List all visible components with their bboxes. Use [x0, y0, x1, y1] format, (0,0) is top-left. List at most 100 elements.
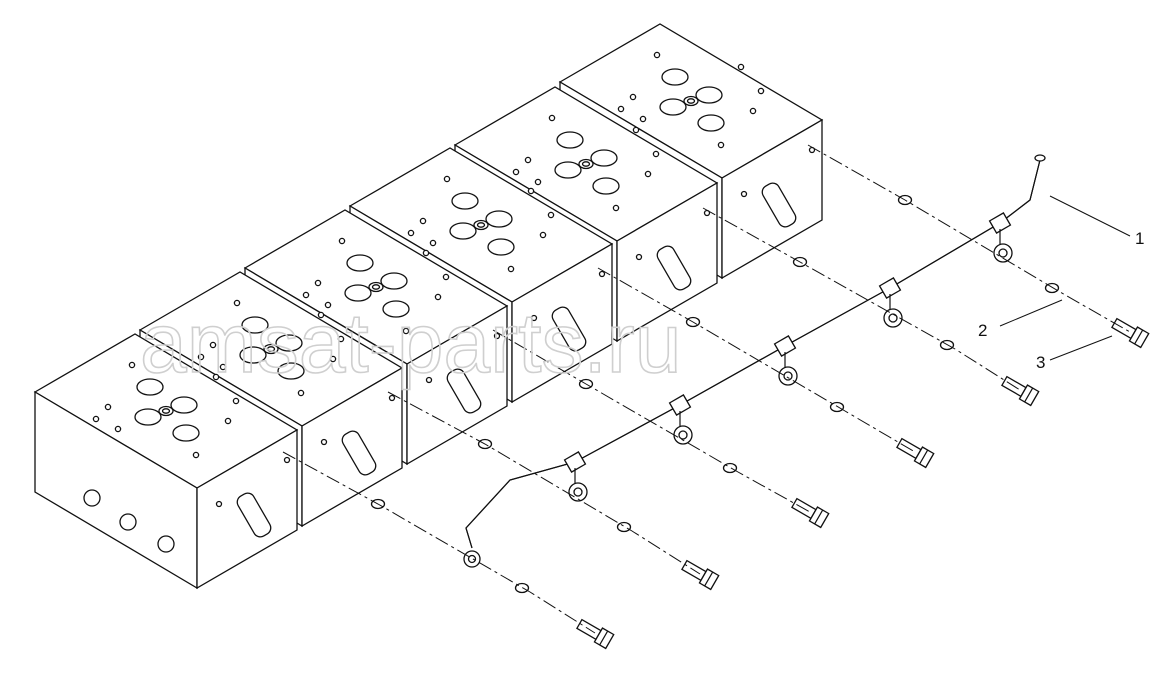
valve-bore	[134, 408, 162, 426]
valve-bore	[449, 222, 477, 240]
bolt-hole	[104, 403, 112, 411]
pipe-tee-fitting	[878, 277, 903, 328]
valve-bore	[659, 98, 687, 116]
tee-body	[668, 394, 692, 416]
valve-bore	[344, 284, 372, 302]
bolt-head-flat	[704, 571, 714, 587]
injector-bore-inner	[686, 98, 696, 104]
end-plug-hole	[83, 489, 101, 507]
cylinder-head	[33, 333, 299, 590]
center-line	[597, 267, 916, 453]
sealing-washer-group	[370, 194, 1060, 594]
valve-bore	[275, 334, 303, 352]
bolt-hole	[302, 291, 310, 299]
bolt-hole	[212, 373, 220, 381]
bolt-hole	[617, 105, 625, 113]
valve-bore	[172, 424, 200, 442]
fitting-hole	[598, 270, 606, 278]
bolt-hole	[548, 114, 556, 122]
bolt-head-flat	[919, 449, 929, 465]
injector-bore-inner	[161, 408, 171, 414]
bolt-hole	[338, 237, 346, 245]
callout-label-2: 2	[978, 321, 987, 340]
valve-bore	[590, 149, 618, 167]
bolt-hole	[632, 126, 640, 134]
bolt-head-flat	[814, 509, 824, 525]
banjo-eye-bore	[467, 554, 477, 564]
bolt-hole	[197, 353, 205, 361]
center-line	[282, 451, 596, 634]
valve-bore	[136, 378, 164, 396]
fitting-hole	[388, 394, 396, 402]
center-line	[492, 329, 811, 513]
bolt-hole	[652, 150, 660, 158]
bolt-hole	[639, 115, 647, 123]
tee-body	[563, 451, 587, 473]
bolt-hole	[419, 217, 427, 225]
bolt-hole	[757, 87, 765, 95]
tee-body	[773, 335, 797, 357]
valve-bore	[346, 254, 374, 272]
bolt-hole	[527, 187, 535, 195]
bolt-hole	[337, 335, 345, 343]
bolt-hole	[534, 178, 542, 186]
callout-leader-lines	[282, 144, 1131, 634]
center-line	[702, 207, 1021, 391]
leader-line-2	[999, 299, 1063, 327]
bolt-hole	[443, 175, 451, 183]
sealing-washer	[514, 582, 530, 594]
bolt-head-flat	[1134, 329, 1144, 345]
injector-bore-inner	[476, 222, 486, 228]
bolt-hole	[224, 417, 232, 425]
valve-bore	[661, 68, 689, 86]
end-plug-hole	[157, 535, 175, 553]
bolt-hole	[644, 170, 652, 178]
tee-banjo-bore	[678, 430, 688, 440]
banjo-bolt	[791, 497, 830, 529]
valve-bore	[241, 316, 269, 334]
callout-label-3: 3	[1036, 353, 1045, 372]
bolt-hole	[653, 51, 661, 59]
bolt-hole	[314, 279, 322, 287]
banjo-bolt-group	[576, 317, 1150, 650]
pipe-open-end	[1034, 154, 1046, 162]
bolt-hole	[329, 355, 337, 363]
bolt-hole	[547, 211, 555, 219]
valve-bore	[239, 346, 267, 364]
bolt-hole	[442, 273, 450, 281]
valve-bore	[451, 192, 479, 210]
bolt-hole	[429, 239, 437, 247]
tee-banjo-bore	[888, 313, 898, 323]
bolt-hole	[407, 229, 415, 237]
bolt-hole	[749, 107, 757, 115]
center-line	[387, 391, 701, 575]
port-window	[341, 430, 377, 476]
fitting-hole	[320, 438, 328, 446]
sealing-washer	[616, 521, 632, 533]
bolt-hole	[233, 299, 241, 307]
bolt-hole	[209, 341, 217, 349]
bolt-hole	[512, 168, 520, 176]
bolt-head-flat	[1024, 387, 1034, 403]
port-window	[446, 368, 482, 414]
bolt-hole	[219, 363, 227, 371]
valve-bore	[592, 177, 620, 195]
bolt-hole	[192, 451, 200, 459]
bolt-hole	[92, 415, 100, 423]
banjo-bolt	[1111, 317, 1150, 349]
banjo-bolt	[896, 437, 935, 469]
banjo-bolt	[1001, 375, 1040, 407]
bolt-hole	[402, 327, 410, 335]
port-window	[656, 245, 692, 291]
callout-label-1: 1	[1135, 229, 1144, 248]
fitting-hole	[530, 314, 538, 322]
leader-line-3	[1049, 335, 1113, 361]
bolt-hole	[524, 156, 532, 164]
bolt-hole	[324, 301, 332, 309]
bolt-hole	[612, 204, 620, 212]
valve-bore	[277, 362, 305, 380]
bolt-hole	[232, 397, 240, 405]
pipe-tee-fitting	[668, 394, 693, 445]
valve-bore	[170, 396, 198, 414]
